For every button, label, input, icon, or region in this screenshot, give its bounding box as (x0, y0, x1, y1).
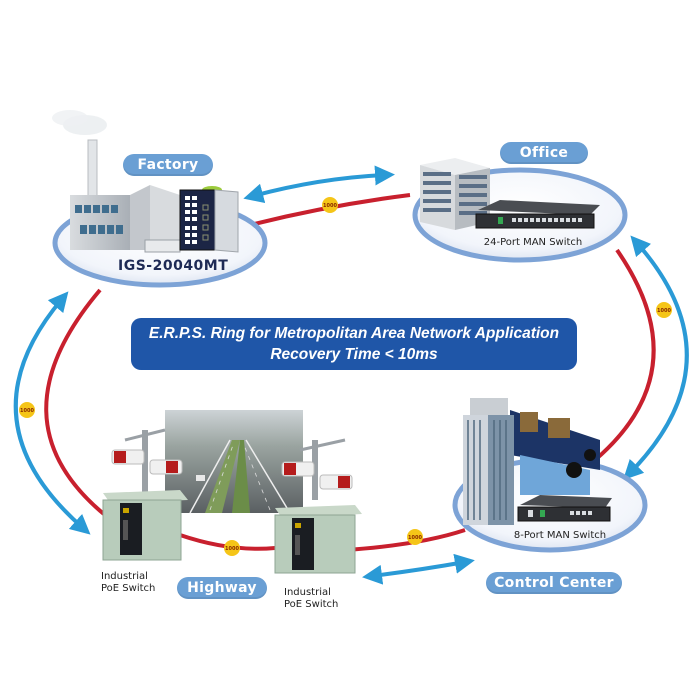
office-label: Office (500, 142, 588, 164)
arrow-office-control (623, 235, 689, 481)
24-port-man-switch-icon (475, 200, 600, 229)
factory-device-label: IGS-20040MT (118, 258, 229, 274)
poe-switch-right-label: Industrial PoE Switch (284, 587, 338, 611)
svg-text:1000: 1000 (408, 535, 422, 541)
ring-link-highway-factory (44, 288, 107, 517)
arrow-control-highway (362, 553, 475, 585)
svg-text:1000: 1000 (323, 203, 337, 209)
control-center-label: Control Center (486, 572, 622, 594)
poe-cabinet-right-icon (274, 505, 362, 574)
speed-badge: 1000 (19, 402, 35, 418)
office-building-icon (420, 158, 490, 230)
speed-badge: 1000 (322, 197, 338, 213)
svg-text:1000: 1000 (225, 546, 239, 552)
svg-text:1000: 1000 (20, 408, 34, 414)
control-room-icon (510, 410, 600, 495)
ring-link-office-control (593, 248, 656, 462)
speed-badge: 1000 (224, 540, 240, 556)
svg-text:1000: 1000 (657, 308, 671, 314)
speed-badge: 1000 (407, 529, 423, 545)
skyscraper-icon (463, 398, 514, 525)
camera-pole-right-icon (281, 438, 353, 500)
poe-switch-left-line1: Industrial (101, 571, 148, 582)
title-line-1: E.R.P.S. Ring for Metropolitan Area Netw… (148, 325, 560, 342)
poe-switch-right-line1: Industrial (284, 587, 331, 598)
speed-badge: 1000 (656, 302, 672, 318)
factory-building-icon (52, 110, 181, 253)
factory-label: Factory (123, 154, 213, 176)
highway-label: Highway (177, 577, 267, 599)
poe-switch-left-label: Industrial PoE Switch (101, 571, 155, 595)
traffic-arrows (13, 165, 689, 585)
title-line-2: Recovery Time < 10ms (270, 346, 438, 363)
poe-cabinet-left-icon (102, 490, 188, 561)
arrow-factory-office (243, 165, 395, 204)
office-device-label: 24-Port MAN Switch (483, 237, 583, 248)
highway-photo (165, 410, 303, 514)
camera-pole-left-icon (111, 428, 183, 495)
poe-switch-right-line2: PoE Switch (284, 599, 339, 610)
8-port-man-switch-icon (517, 495, 612, 522)
title-banner: E.R.P.S. Ring for Metropolitan Area Netw… (131, 318, 577, 370)
control-center-device-label: 8-Port MAN Switch (513, 530, 607, 541)
igs-20040mt-switch-icon (179, 186, 239, 253)
ring-link-control-highway (344, 528, 466, 552)
arrow-highway-factory (13, 291, 91, 535)
poe-switch-left-line2: PoE Switch (101, 583, 156, 594)
